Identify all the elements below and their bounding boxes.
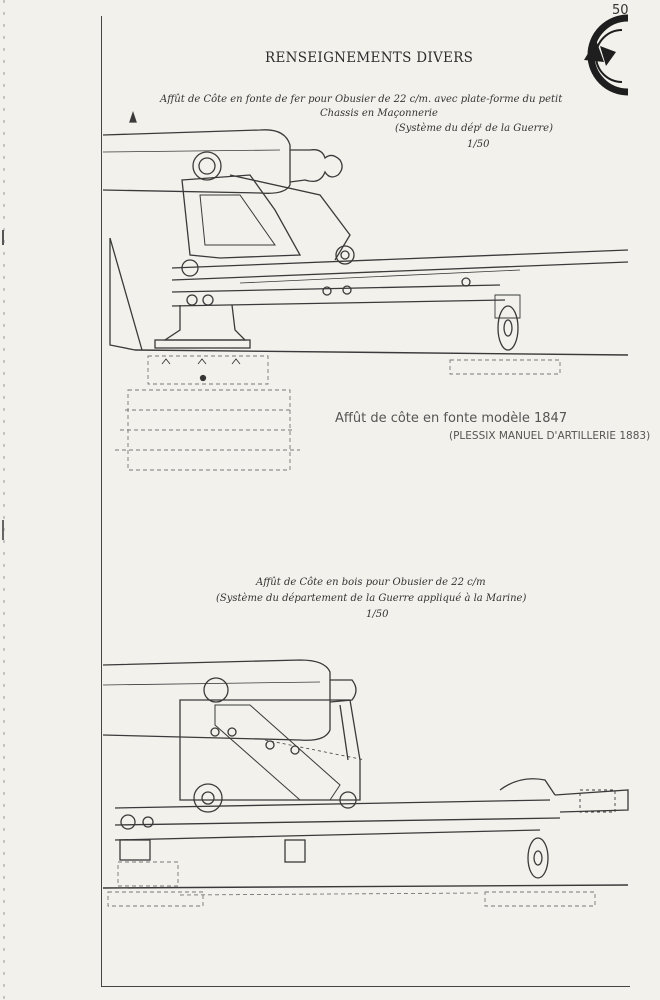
figure-bottom-caption-2: (Système du département de la Guerre app… bbox=[216, 593, 527, 604]
scan-edge bbox=[2, 0, 5, 1000]
figure-bottom-caption-1: Affût de Côte en bois pour Obusier de 22… bbox=[256, 577, 486, 588]
plate-frame bbox=[101, 16, 630, 987]
figure-top-caption-3: (Système du dépᵗ de la Guerre) bbox=[395, 123, 553, 134]
figure-top-scale: 1/50 bbox=[467, 139, 490, 150]
header-title: RENSEIGNEMENTS DIVERS bbox=[265, 50, 474, 66]
page-number: 50 bbox=[612, 3, 629, 18]
figure-bottom-scale: 1/50 bbox=[366, 609, 389, 620]
figure-top-caption-2: Chassis en Maçonnerie bbox=[320, 108, 438, 119]
handwritten-note-line1: Affût de côte en fonte modèle 1847 bbox=[335, 411, 568, 426]
handwritten-note-line2: (PLESSIX MANUEL D'ARTILLERIE 1883) bbox=[449, 430, 651, 442]
figure-top-caption-1: Affût de Côte en fonte de fer pour Obusi… bbox=[160, 94, 563, 105]
